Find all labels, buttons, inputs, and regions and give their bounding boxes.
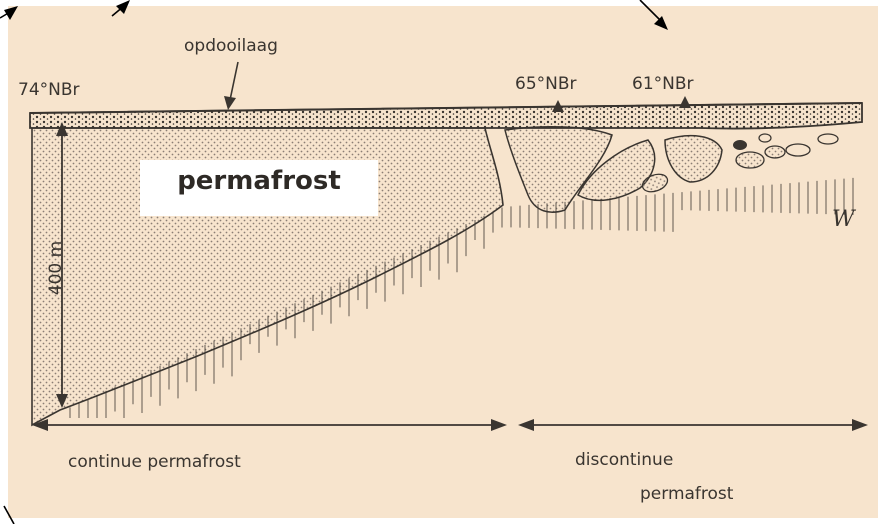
patch-6 <box>733 140 747 150</box>
continuous-label: continue permafrost <box>68 452 241 472</box>
lat-61-label: 61°NBr <box>632 74 694 94</box>
depth-label: 400 m <box>46 228 66 308</box>
patch-5 <box>736 152 764 168</box>
lat-65-label: 65°NBr <box>515 74 577 94</box>
lat-74-label: 74°NBr <box>18 80 80 100</box>
active-layer-label: opdooilaag <box>184 36 278 56</box>
discontinuous-label-line1: discontinue <box>575 450 673 470</box>
discontinuous-label-line2: permafrost <box>640 484 733 504</box>
patch-7 <box>765 146 785 158</box>
permafrost-label: permafrost <box>140 166 378 196</box>
mark-w: W <box>832 207 857 232</box>
